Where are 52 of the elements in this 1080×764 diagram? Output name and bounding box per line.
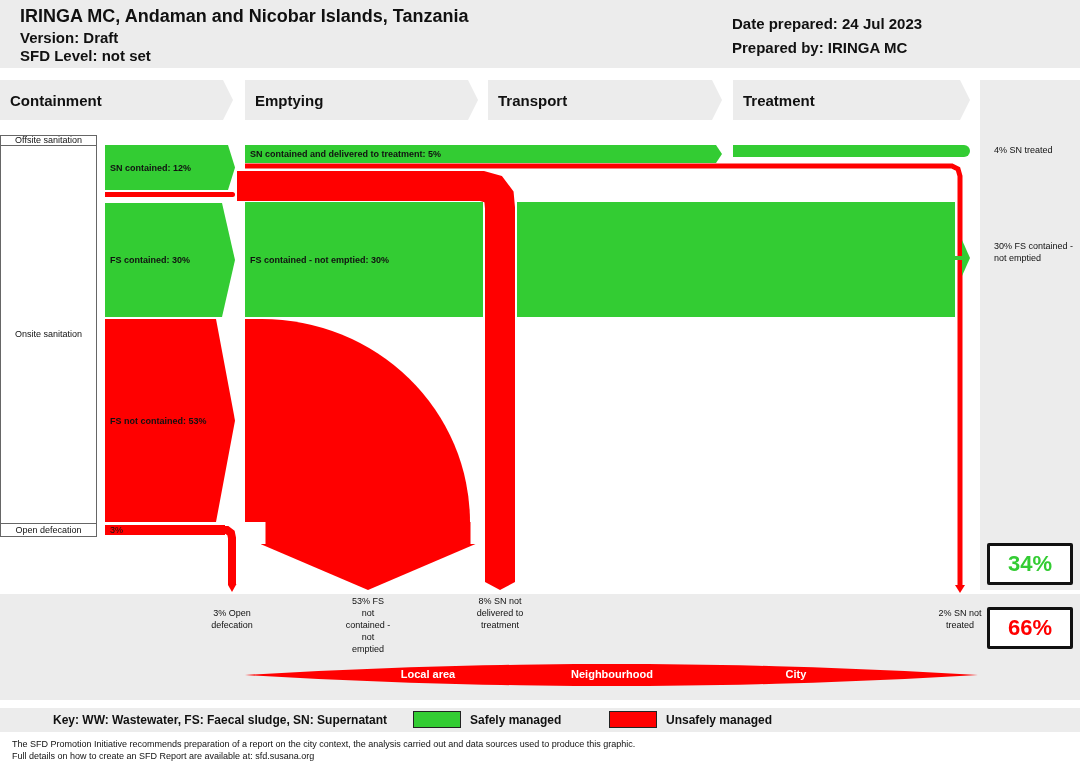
flow-band (245, 202, 483, 317)
flow-label: FS contained: 30% (110, 255, 190, 265)
outcome-label: 4% SN treated (994, 144, 1074, 158)
area-label: City (784, 668, 808, 680)
legend-label: Unsafely managed (666, 713, 773, 727)
flow-arrow (245, 163, 965, 593)
flow-band (105, 525, 225, 535)
category-label: Offsite sanitation (15, 136, 82, 145)
percentage-value: 66% (1007, 615, 1052, 641)
outcome-label: 3% Open defecation (202, 607, 262, 645)
outcome-label: 8% SN not delivered to treatment (474, 595, 526, 657)
author-label: Prepared by: IRINGA MC (732, 39, 908, 56)
flow-bar (517, 202, 955, 317)
level-label: SFD Level: not set (20, 47, 151, 64)
flow-arrow (260, 522, 476, 590)
key-text: Key: WW: Wastewater, FS: Faecal sludge, SN: Supernatant (53, 713, 388, 727)
outcome-label: 30% FS contained - not emptied (994, 240, 1074, 278)
area-label: Local area (399, 668, 457, 680)
flow-band (105, 319, 235, 522)
footnote: Full details on how to create an SFD Report are available at: sfd.susana.org (12, 751, 315, 761)
version-label: Version: Draft (20, 29, 119, 46)
flow-band (245, 145, 722, 163)
outcome-label: 53% FS not contained - not emptied (345, 591, 391, 657)
stage-title: Treatment (743, 91, 815, 109)
flow-sector (245, 319, 470, 522)
flow-label: SN contained and delivered to treatment: 5% (250, 149, 442, 159)
category-label: Onsite sanitation (14, 330, 82, 339)
flow-band (105, 145, 235, 190)
area-label: Neighbourhood (570, 668, 654, 680)
percentage-box (987, 543, 1073, 585)
stage-title: Emptying (255, 91, 324, 109)
flow-label: SN contained: 12% (110, 162, 192, 173)
flow-label: FS contained - not emptied: 30% (250, 254, 389, 265)
flow-arrow (955, 240, 970, 276)
diagram-title: IRINGA MC, Andaman and Nicobar Islands, Tanzania (20, 6, 469, 27)
percentage-box (987, 607, 1073, 649)
sanitation-category-box (0, 523, 97, 537)
legend-label: Safely managed (470, 713, 562, 727)
sanitation-category-box (0, 145, 97, 524)
footnote: The SFD Promotion Initiative recommends preparation of a report on the city context, the analysis carried out and data sources used to produce this graphic. (12, 739, 636, 749)
flow-band (105, 203, 235, 317)
flow-label: FS not contained: 53% (110, 415, 207, 426)
flow-arrow (223, 526, 237, 592)
flow-label: 3% (110, 525, 123, 535)
date-label: Date prepared: 24 Jul 2023 (732, 15, 923, 32)
flow-arrow (237, 171, 515, 590)
outcome-label: 2% SN not treated (930, 607, 990, 645)
flow-bar (733, 145, 970, 157)
stage-title: Transport (498, 91, 568, 109)
category-label: Open defecation (15, 525, 82, 535)
percentage-value: 34% (1007, 551, 1052, 577)
stage-title: Containment (10, 91, 102, 109)
